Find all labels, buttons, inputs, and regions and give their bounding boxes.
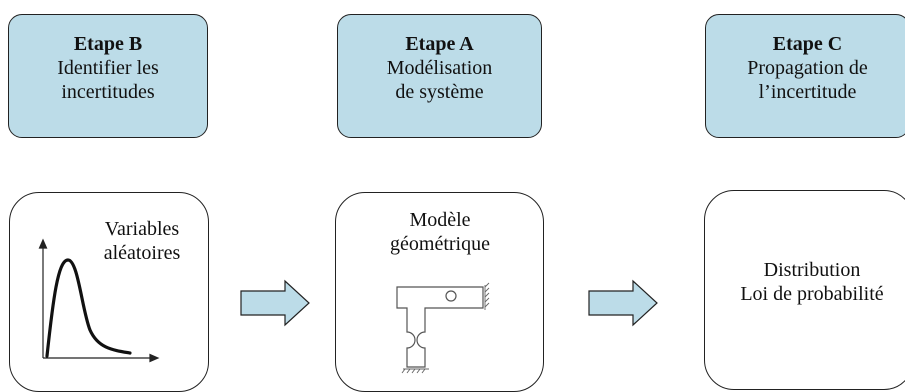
step-b-title: Etape B: [73, 33, 143, 55]
step-b-line1: Identifier les: [57, 57, 159, 79]
step-a-line1: Modélisation: [386, 57, 493, 79]
bottom-support-hatch: [401, 368, 429, 374]
step-a-title: Etape A: [405, 33, 474, 55]
part-hole: [445, 290, 457, 302]
distribution-line2: Loi de probabilité: [740, 283, 884, 305]
density-curve-plot: [38, 238, 160, 363]
distribution-text: Distribution Loi de probabilité: [712, 258, 905, 306]
distribution-line1: Distribution: [763, 259, 861, 281]
random-variables-text: Variables aléatoires: [82, 217, 202, 265]
step-c-line1: Propagation de: [747, 57, 868, 79]
part-outline: [396, 286, 484, 368]
distribution-box: [704, 190, 905, 390]
step-a-line2: de système: [395, 81, 484, 103]
density-curve: [45, 258, 132, 358]
geometric-model-line1: Modèle: [409, 209, 471, 231]
step-c-title: Etape C: [772, 33, 843, 55]
random-variables-line1: Variables: [104, 218, 180, 240]
step-b-line2: incertitudes: [61, 81, 155, 103]
step-c-line2: l’incertitude: [758, 81, 857, 103]
step-c-header: Etape C Propagation de l’incertitude: [705, 14, 905, 138]
step-a-header: Etape A Modélisation de système: [337, 14, 542, 138]
mechanical-part-drawing: [396, 282, 490, 374]
density-plot-axes: [38, 238, 160, 363]
arrow-right-icon: [588, 279, 658, 327]
arrow-right-icon: [240, 279, 310, 327]
right-support-hatch: [484, 282, 490, 310]
random-variables-box: [9, 192, 209, 392]
geometric-model-text: Modèle géométrique: [340, 208, 540, 256]
geometric-model-line2: géométrique: [390, 233, 490, 255]
random-variables-line2: aléatoires: [103, 242, 181, 264]
step-b-header: Etape B Identifier les incertitudes: [8, 14, 208, 138]
